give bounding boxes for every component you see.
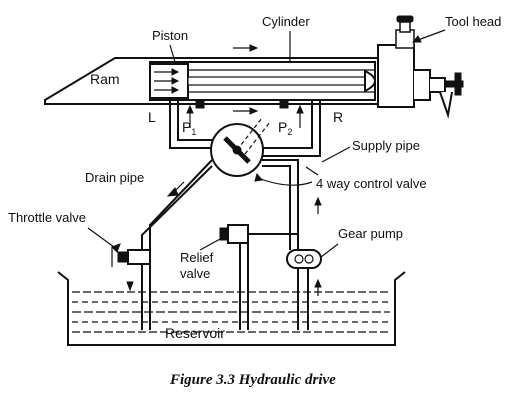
label-throttle-valve: Throttle valve [8,210,86,225]
label-ram: Ram [90,71,120,87]
label-supply-pipe: Supply pipe [352,138,420,153]
label-left-port: L [148,109,156,125]
relief-valve [219,224,298,330]
label-p2: P2 [278,119,292,137]
motion-arrow-icon [233,44,259,115]
supply-pipe [262,159,299,250]
drain-pipe [149,159,213,250]
label-drain-pipe: Drain pipe [85,170,144,185]
label-cylinder: Cylinder [262,14,310,29]
throttle-valve [111,247,151,330]
label-p1: P1 [182,119,196,137]
tool-head [377,15,464,119]
left-port-pipe [169,100,212,149]
pressure-arrows-icon [154,68,180,94]
gear-pump [286,249,322,269]
label-piston: Piston [152,28,188,43]
figure-caption: Figure 3.3 Hydraulic drive [169,372,336,388]
fluid-surface [72,291,390,333]
reservoir [57,271,406,346]
label-tool-head: Tool head [445,14,501,29]
label-right-port: R [333,109,343,125]
label-control-valve: 4 way control valve [316,176,427,191]
right-port-pipe [262,100,313,149]
label-reservoir: Reservoir [165,325,225,341]
label-relief-valve: Relief [180,250,214,265]
label-gear-pump: Gear pump [338,226,403,241]
label-relief-valve-2: valve [180,266,210,281]
